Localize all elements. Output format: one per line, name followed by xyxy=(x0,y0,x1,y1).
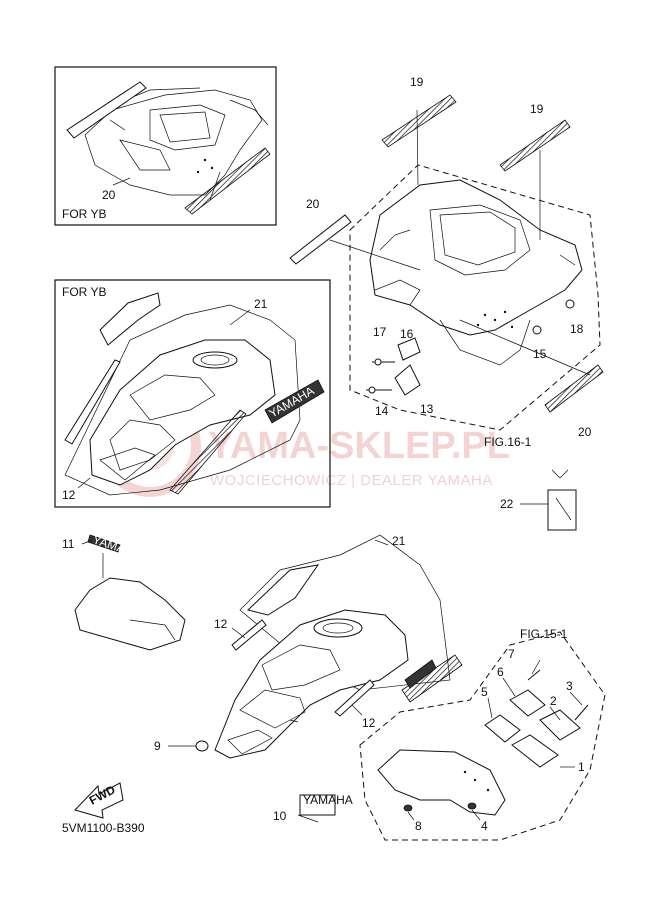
callout-1: 1 xyxy=(578,760,585,774)
watermark-subtitle: WOJCIECHOWICZ | DEALER YAMAHA xyxy=(210,472,493,489)
part-22-tag: 22 xyxy=(500,469,577,531)
mid-inset-frame xyxy=(54,279,331,508)
diagram-code: 5VM1100-B390 xyxy=(62,821,145,835)
top-inset-box: 20 FOR YB xyxy=(54,66,277,226)
callout-12-inset: 12 xyxy=(62,488,76,502)
callout-10: 10 xyxy=(273,809,287,823)
top-inset-frame xyxy=(54,66,277,226)
callout-13: 13 xyxy=(420,402,434,416)
callout-22: 22 xyxy=(500,497,514,511)
callout-19-right: 19 xyxy=(530,102,544,116)
watermark-title: YAMA-SKLEP.PL xyxy=(208,425,510,467)
callout-20-left: 20 xyxy=(306,197,320,211)
svg-text:YAMAHA: YAMAHA xyxy=(303,793,353,807)
callout-11: 11 xyxy=(62,537,75,551)
callout-4: 4 xyxy=(481,819,488,833)
fig-16-1-ref: FIG.16-1 xyxy=(484,435,532,449)
callout-16: 16 xyxy=(400,327,414,341)
callout-15: 15 xyxy=(533,347,547,361)
fwd-arrow: FWD xyxy=(74,782,124,819)
callout-20-right: 20 xyxy=(578,425,592,439)
callout-12-main-right: 12 xyxy=(362,716,376,730)
fig-15-1-ref: FIG.15-1 xyxy=(520,627,568,641)
svg-text:YAMAHA: YAMAHA xyxy=(91,533,143,562)
callout-6: 6 xyxy=(497,665,504,679)
rear-fender-group: 19 19 20 20 17 16 15 18 14 13 FIG.16-1 xyxy=(289,75,604,449)
callout-21-inset: 21 xyxy=(254,297,268,311)
callout-12-main-left: 12 xyxy=(214,617,228,631)
callout-19-left: 19 xyxy=(410,75,424,89)
front-fender-group: 21 12 12 9 xyxy=(154,534,463,759)
callout-9: 9 xyxy=(154,739,161,753)
callout-2: 2 xyxy=(550,694,557,708)
callout-8: 8 xyxy=(415,819,422,833)
mid-inset-box: FOR YB YAMAHA 21 12 xyxy=(54,279,331,508)
top-inset-title: FOR YB xyxy=(62,207,106,221)
callout-21-main: 21 xyxy=(392,534,406,548)
callout-14: 14 xyxy=(375,404,389,418)
part-11-cover: YAMAHA 11 xyxy=(62,533,186,651)
license-bracket-group: FIG.15-1 7 6 3 5 2 1 8 4 xyxy=(359,627,606,841)
callout-20-top-inset: 20 xyxy=(102,188,116,202)
callout-3: 3 xyxy=(566,679,573,693)
callout-7: 7 xyxy=(508,647,515,661)
callout-18: 18 xyxy=(570,322,584,336)
part-10-decal: YAMAHA 10 xyxy=(273,793,353,823)
mid-inset-title: FOR YB xyxy=(62,285,106,299)
callout-5: 5 xyxy=(481,685,488,699)
callout-17: 17 xyxy=(373,325,387,339)
